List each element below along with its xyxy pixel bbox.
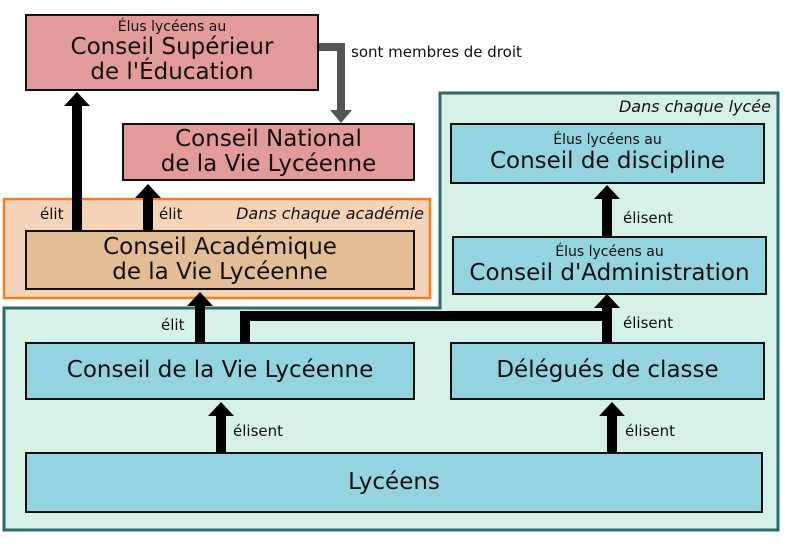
box-title-line2: de la Vie Lycéenne	[160, 151, 377, 177]
arrow-cavl-cnvl	[143, 196, 153, 231]
arrowhead-icon	[594, 185, 620, 199]
box-title-line2: de l'Éducation	[90, 59, 254, 86]
box-title-line2: de la Vie Lycéenne	[112, 259, 328, 285]
box-conseil-discipline: Élus lycéens au Conseil de discipline	[450, 123, 765, 184]
label-elit-cnvl: élit	[159, 205, 183, 223]
arrow-cse-cnvl	[318, 43, 345, 112]
arrow-lyceens-delegues	[607, 414, 617, 453]
box-prefix: Élus lycéens au	[117, 18, 227, 35]
box-prefix: Élus lycéens au	[555, 244, 664, 261]
arrow-cavl-cse	[72, 104, 82, 231]
label-elisent-ca: élisent	[623, 314, 673, 332]
box-title: Conseil d'Administration	[469, 259, 750, 286]
label-elisent-delegues: élisent	[625, 422, 675, 440]
label-elit-cavl: élit	[161, 316, 185, 334]
label-elit-cse: élit	[40, 205, 64, 223]
arrow-lyceens-cvl	[216, 414, 226, 453]
box-title: Conseil de la Vie Lycéenne	[66, 357, 374, 384]
region-lycee-label: Dans chaque lycée	[618, 97, 771, 116]
box-title-line1: Conseil Académique	[103, 233, 337, 260]
arrow-cvl-cavl	[195, 304, 205, 343]
region-academie-label: Dans chaque académie	[236, 204, 424, 223]
arrowhead-icon	[594, 294, 620, 308]
arrowhead-icon	[135, 184, 161, 198]
arrowhead-icon	[64, 92, 90, 106]
connector-cvl-ca	[240, 311, 612, 321]
box-title-line1: Conseil National	[175, 125, 362, 152]
box-prefix: Élus lycéens au	[553, 132, 662, 149]
arrowhead-icon	[187, 292, 213, 306]
box-lyceens: Lycéens	[25, 452, 763, 513]
label-elisent-cd: élisent	[623, 209, 673, 227]
box-title-line1: Conseil Supérieur	[70, 33, 274, 60]
label-elisent-cvl: élisent	[233, 422, 283, 440]
box-title: Conseil de discipline	[489, 147, 726, 174]
connector-cvl-ca-vertical	[240, 311, 250, 343]
arrowhead-icon	[330, 110, 352, 123]
arrowhead-icon	[208, 402, 234, 416]
arrowhead-icon	[599, 402, 625, 416]
box-title: Lycéens	[348, 468, 440, 495]
box-conseil-administration: Élus lycéens au Conseil d'Administration	[452, 236, 767, 295]
label-membres-de-droit: sont membres de droit	[351, 43, 522, 61]
box-conseil-superieur-education: Élus lycéens au Conseil Supérieur de l'É…	[25, 14, 319, 91]
box-cavl: Conseil Académique de la Vie Lycéenne	[25, 230, 415, 290]
arrow-ca-cd	[602, 197, 612, 237]
box-title: Délégués de classe	[496, 357, 719, 384]
box-cnvl: Conseil National de la Vie Lycéenne	[122, 123, 415, 181]
arrow-delegues-ca	[602, 306, 612, 343]
box-delegues: Délégués de classe	[450, 342, 765, 400]
box-cvl: Conseil de la Vie Lycéenne	[25, 342, 415, 400]
